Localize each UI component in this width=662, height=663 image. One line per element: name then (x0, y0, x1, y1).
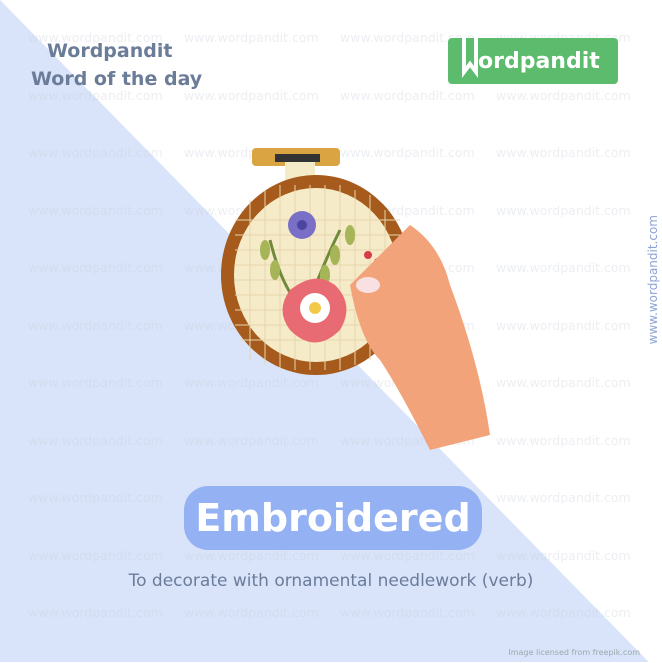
watermark-row: www.wordpandit.com www.wordpandit.com www.… (28, 88, 648, 146)
watermark-text: www.wordpandit.com (340, 547, 475, 563)
watermark-text: www.wordpandit.com (340, 145, 475, 160)
watermark-text: www.wordpandit.com (496, 87, 631, 103)
watermark-text: www.wordpandit.com (28, 145, 163, 160)
word-of-day-subtitle: Word of the day (31, 68, 203, 90)
watermark-text: www.wordpandit.com (184, 547, 319, 563)
word-badge: Embroidered (184, 486, 482, 550)
watermark-text: www.wordpandit.com (340, 605, 475, 620)
watermark-text: www.wordpandit.com (340, 30, 475, 45)
watermark-text: www.wordpandit.com (28, 605, 163, 620)
watermark-text: www.wordpandit.com (496, 260, 631, 275)
watermark-text: www.wordpandit.com (28, 547, 163, 563)
embroidery-hoop-illustration (221, 148, 490, 450)
watermark-text: www.wordpandit.com (184, 375, 319, 390)
watermark-text: www.wordpandit.com (496, 547, 631, 563)
wordpandit-logo: ordpandit (448, 32, 618, 84)
watermark-row: www.wordpandit.com www.wordpandit.com www.… (28, 548, 648, 606)
vertical-watermark: www.wordpandit.com (646, 215, 660, 345)
watermark-text: www.wordpandit.com (184, 605, 319, 620)
watermark-text: www.wordpandit.com (184, 30, 319, 45)
bookmark-w-icon (456, 32, 478, 78)
watermark-text: www.wordpandit.com (496, 202, 631, 218)
watermark-text: www.wordpandit.com (184, 432, 319, 448)
watermark-text: www.wordpandit.com (28, 490, 163, 505)
watermark-row: www.wordpandit.com www.wordpandit.com www.… (28, 30, 648, 88)
watermark-text: www.wordpandit.com (496, 145, 631, 160)
brand-title: Wordpandit (47, 40, 173, 62)
watermark-text: www.wordpandit.com (28, 260, 163, 275)
watermark-text: www.wordpandit.com (28, 87, 163, 103)
watermark-text: www.wordpandit.com (496, 375, 631, 390)
watermark-text: www.wordpandit.com (28, 317, 163, 333)
watermark-text: www.wordpandit.com (340, 87, 475, 103)
watermark-row: www.wordpandit.com www.wordpandit.com www.… (28, 605, 648, 663)
watermark-text: www.wordpandit.com (28, 432, 163, 448)
word-definition: To decorate with ornamental needlework (… (128, 571, 534, 591)
watermark-row: www.wordpandit.com www.wordpandit.com www.… (28, 145, 648, 203)
watermark-text: www.wordpandit.com (496, 605, 631, 620)
image-credit: Image licensed from freepik.com (508, 648, 640, 657)
watermark-text: www.wordpandit.com (496, 317, 631, 333)
watermark-text: www.wordpandit.com (184, 87, 319, 103)
watermark-text: www.wordpandit.com (28, 375, 163, 390)
watermark-text: www.wordpandit.com (28, 202, 163, 218)
watermark-text: www.wordpandit.com (28, 30, 163, 45)
logo-text: ordpandit (478, 48, 600, 74)
watermark-text: www.wordpandit.com (496, 432, 631, 448)
watermark-text: www.wordpandit.com (496, 490, 631, 505)
